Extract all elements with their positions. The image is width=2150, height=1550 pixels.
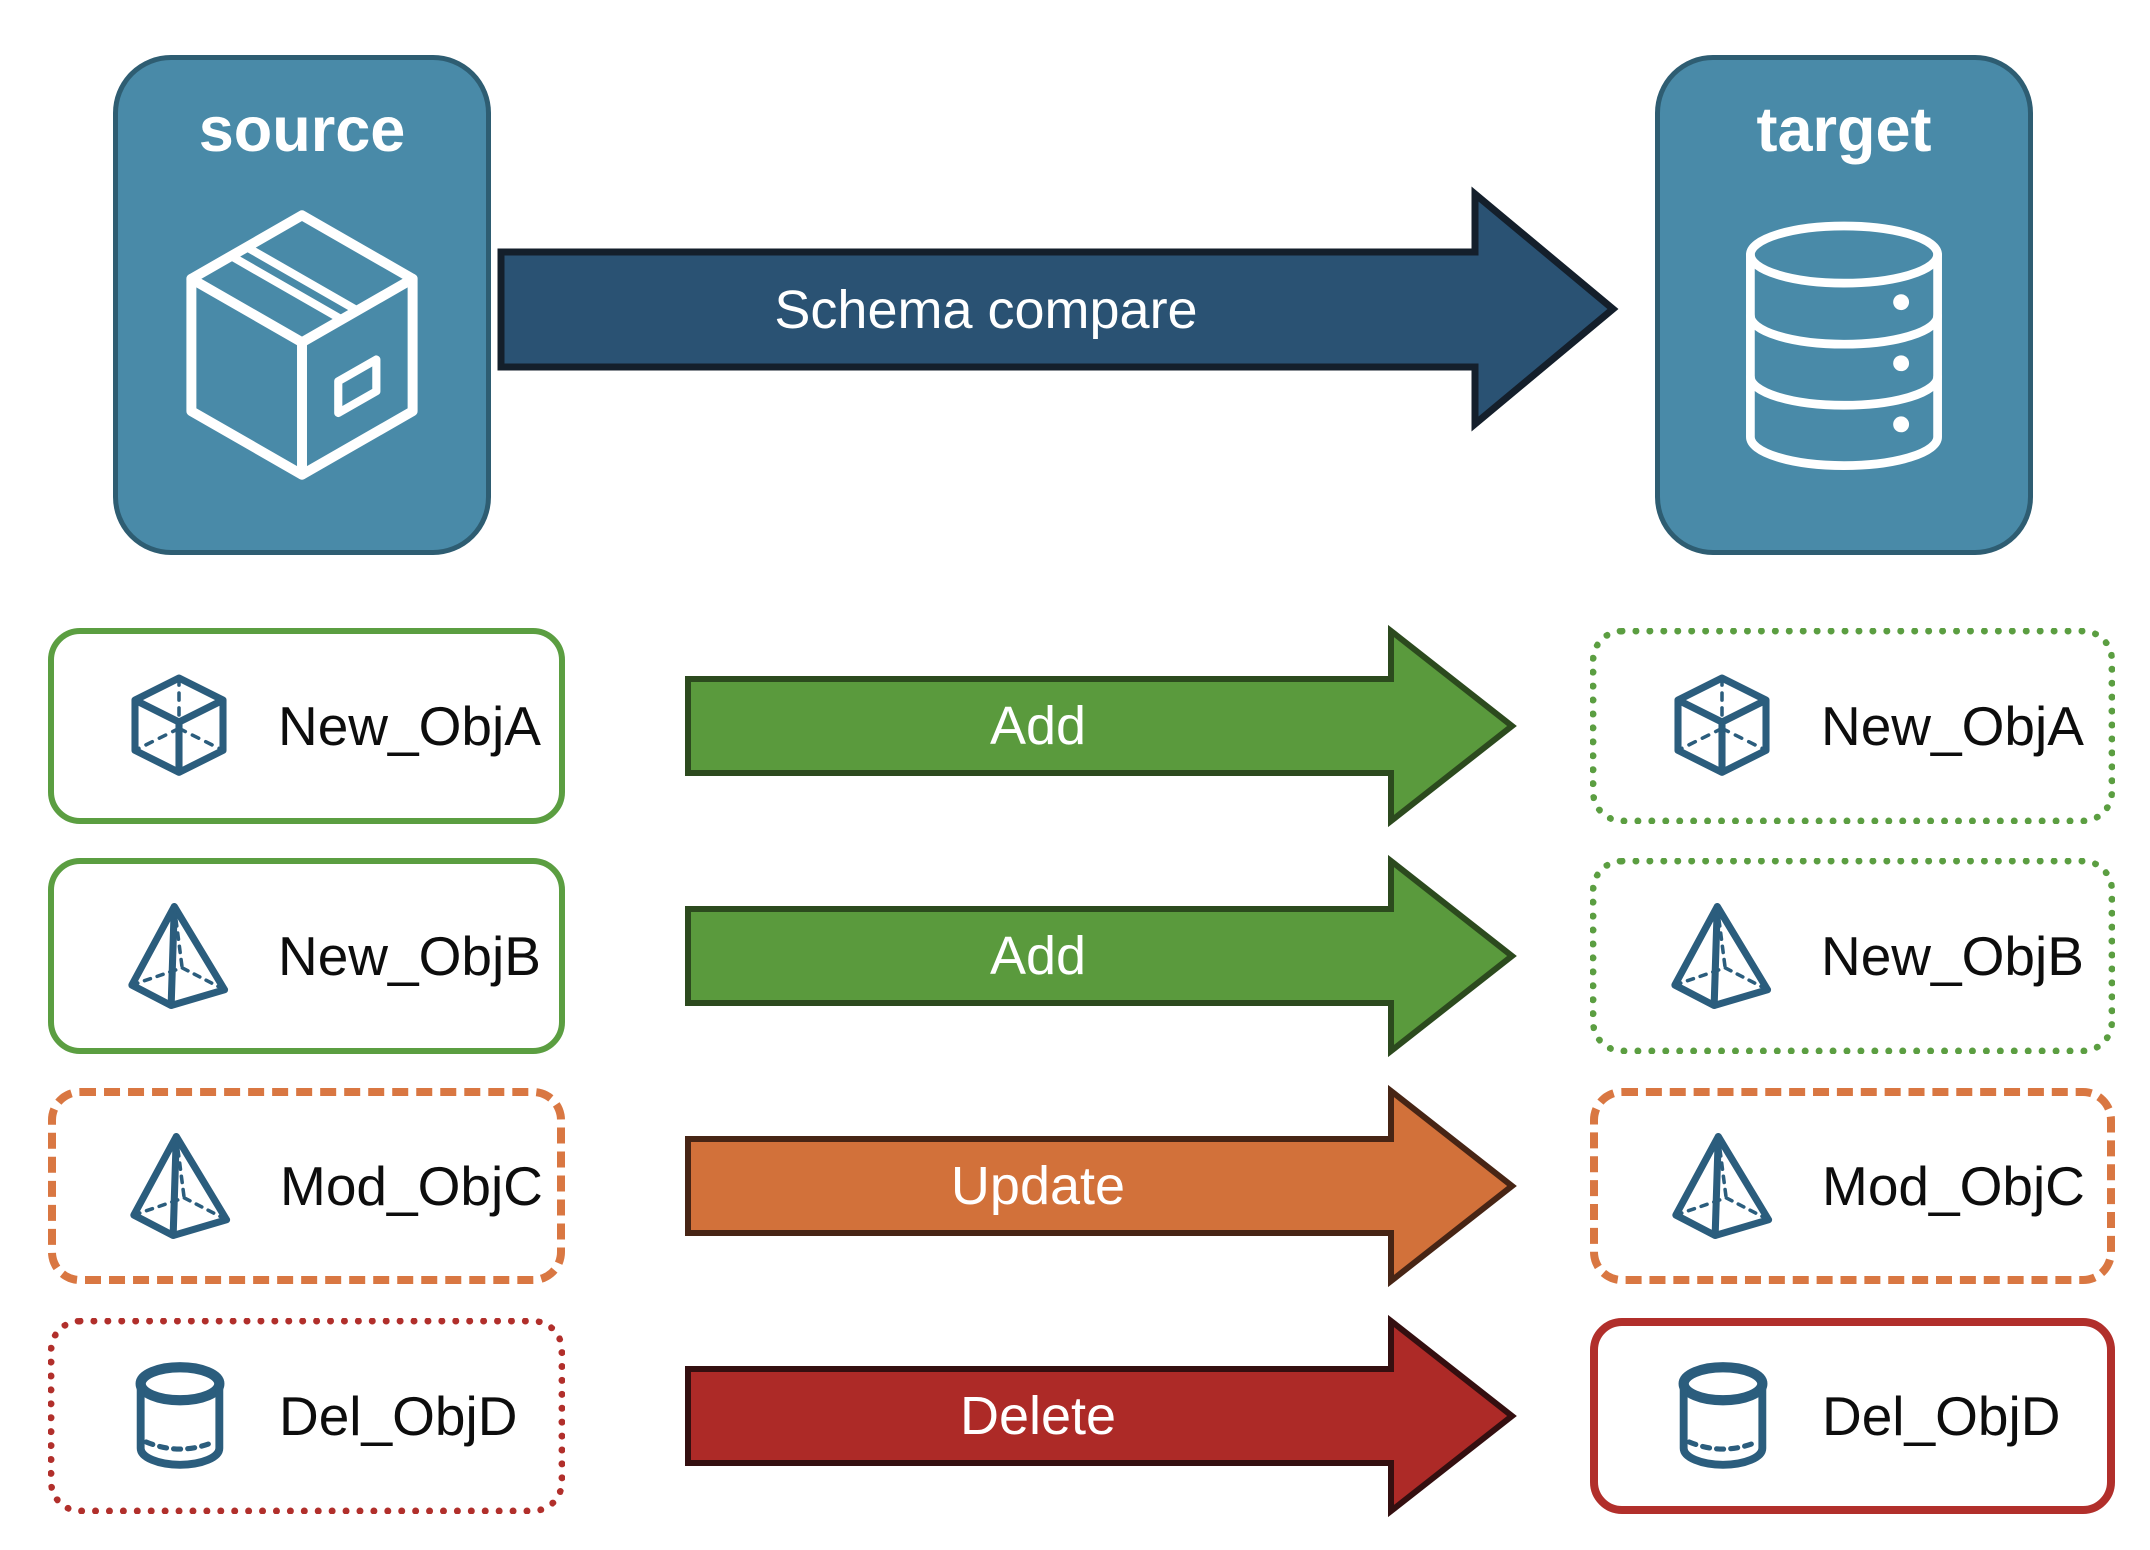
- action-arrow-label: Add: [989, 926, 1087, 986]
- action-arrow: Delete: [685, 1314, 1517, 1518]
- target-label: target: [1756, 95, 1932, 165]
- action-arrow-shape: [685, 1084, 1517, 1288]
- pyramid-icon: [1667, 897, 1777, 1015]
- target-object-label: New_ObjB: [1821, 925, 2084, 987]
- source-object-label: Mod_ObjC: [280, 1155, 543, 1217]
- target-object-label: Del_ObjD: [1822, 1385, 2061, 1447]
- source-object-card: Mod_ObjC: [48, 1088, 565, 1284]
- source-object-card: Del_ObjD: [48, 1318, 565, 1514]
- cube-icon: [124, 667, 234, 785]
- action-arrow-shape: [685, 1314, 1517, 1518]
- target-object-card: Mod_ObjC: [1590, 1088, 2115, 1284]
- diff-row: New_ObjA Add New_ObjA: [0, 624, 2150, 828]
- source-object-label: New_ObjB: [278, 925, 541, 987]
- source-object-card: New_ObjA: [48, 628, 565, 824]
- target-object-label: New_ObjA: [1821, 695, 2084, 757]
- diff-row: Mod_ObjC Update Mod_ObjC: [0, 1084, 2150, 1288]
- schema-compare-arrow-label: Schema compare: [774, 280, 1198, 340]
- target-box: target: [1655, 55, 2033, 555]
- source-object-card: New_ObjB: [48, 858, 565, 1054]
- schema-compare-arrow-shape: [497, 186, 1619, 432]
- source-label: source: [198, 95, 406, 165]
- action-arrow-label: Add: [989, 696, 1087, 756]
- cylinder-icon: [1668, 1357, 1778, 1475]
- target-object-label: Mod_ObjC: [1822, 1155, 2085, 1217]
- action-arrow: Add: [685, 854, 1517, 1058]
- target-object-card: Del_ObjD: [1590, 1318, 2115, 1514]
- target-object-card: New_ObjA: [1590, 628, 2115, 824]
- diff-row: Del_ObjD Delete Del_ObjD: [0, 1314, 2150, 1518]
- cube-icon: [1667, 667, 1777, 785]
- source-object-label: New_ObjA: [278, 695, 541, 757]
- pyramid-icon: [124, 897, 234, 1015]
- pyramid-icon: [126, 1127, 236, 1245]
- target-object-card: New_ObjB: [1590, 858, 2115, 1054]
- action-arrow: Add: [685, 624, 1517, 828]
- action-arrow-label: Delete: [959, 1386, 1117, 1446]
- action-arrow-shape: [685, 624, 1517, 828]
- package-icon: [166, 166, 438, 550]
- action-arrow-shape: [685, 854, 1517, 1058]
- source-object-label: Del_ObjD: [279, 1385, 518, 1447]
- database-icon: [1725, 166, 1963, 550]
- source-box: source: [113, 55, 491, 555]
- action-arrow-label: Update: [950, 1156, 1126, 1216]
- schema-compare-arrow: Schema compare: [497, 186, 1619, 432]
- cylinder-icon: [125, 1357, 235, 1475]
- diff-row: New_ObjB Add New_ObjB: [0, 854, 2150, 1058]
- pyramid-icon: [1668, 1127, 1778, 1245]
- action-arrow: Update: [685, 1084, 1517, 1288]
